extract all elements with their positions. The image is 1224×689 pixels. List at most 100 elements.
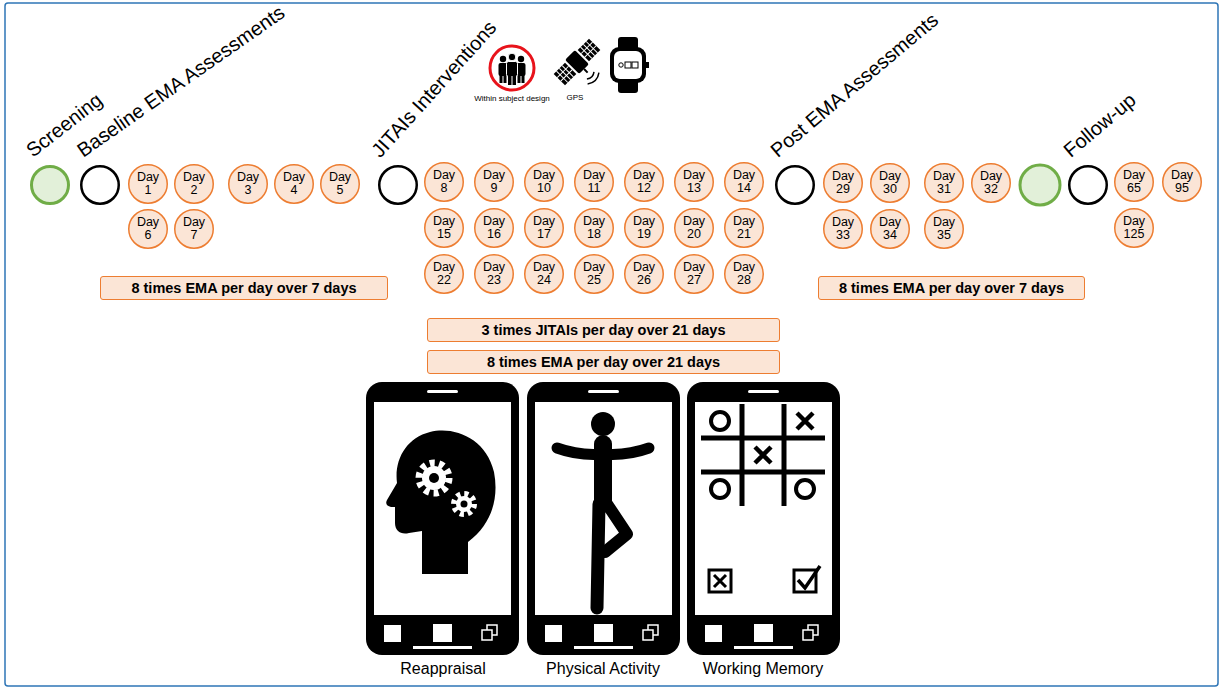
day-label: Day 4 [280, 171, 308, 197]
day-circle: Day 18 [574, 208, 614, 248]
day-label: Day 16 [480, 215, 508, 241]
circle-shape [1115, 209, 1154, 248]
day-circle: Day 6 [128, 209, 168, 249]
day-circle: Day 15 [424, 208, 464, 248]
circle-shape [824, 210, 863, 249]
circle-shape [575, 163, 614, 202]
phone-working-memory-part [711, 480, 729, 498]
day-circle: Day 17 [524, 208, 564, 248]
day-label: Day 32 [977, 170, 1005, 196]
phone-reappraisal-part [482, 630, 492, 640]
phone-physical-activity-part [535, 402, 672, 615]
within-subject-icon-part [522, 75, 525, 83]
day-label: Day 13 [680, 169, 708, 195]
day-circle: Day 125 [1114, 208, 1154, 248]
phone-reappraisal-part [374, 402, 511, 615]
phone-physical-activity [527, 382, 680, 655]
circle-shape [1115, 163, 1154, 202]
day-circle: Day 5 [320, 164, 360, 204]
within-subject-icon-part [513, 76, 517, 85]
phone-reappraisal-part [433, 624, 452, 642]
day-circle: Day 23 [474, 254, 514, 294]
phone-reappraisal-part [454, 494, 474, 514]
phase-circle: Follow-up [1068, 165, 1108, 205]
day-label: Day 1 [134, 171, 162, 197]
circle-shape [175, 210, 214, 249]
phone-reappraisal-part-part [461, 501, 468, 508]
day-label: Day 8 [430, 169, 458, 195]
day-label: Day 34 [876, 216, 904, 242]
day-label: Day 12 [630, 169, 658, 195]
day-label: Day 24 [530, 261, 558, 287]
phase-heading: JITAIs Interventions [367, 16, 501, 162]
circle-shape [32, 167, 69, 204]
within-subject-icon-part [507, 62, 518, 77]
day-circle: Day 9 [474, 162, 514, 202]
band-label: 3 times JITAIs per day over 21 days [482, 322, 726, 338]
day-circle: Day 11 [574, 162, 614, 202]
day-circle: Day 21 [724, 208, 764, 248]
smartwatch-icon-part [610, 47, 646, 83]
phone-working-memory [687, 382, 840, 655]
phone-reappraisal [366, 382, 519, 655]
day-label: Day 33 [829, 216, 857, 242]
circle-shape [525, 209, 564, 248]
phone-working-memory-part [695, 402, 832, 615]
day-circle: Day 95 [1162, 162, 1202, 202]
phone-working-memory-part [687, 382, 840, 655]
circle-shape [1069, 166, 1107, 204]
circle-shape [475, 209, 514, 248]
day-circle: Day 20 [674, 208, 714, 248]
day-label: Day 22 [430, 261, 458, 287]
phone-physical-activity-part [605, 504, 627, 552]
circle-shape [925, 210, 964, 249]
day-label: Day 23 [480, 261, 508, 287]
circle-outline [378, 165, 418, 205]
gps-satellite-icon-part [585, 70, 601, 86]
phone-working-memory-part [709, 570, 731, 592]
within-subject-icon-part [504, 75, 507, 83]
phone-reappraisal-part-part [456, 496, 472, 512]
within-subject-icon-part [508, 76, 512, 85]
day-circle: Day 4 [274, 164, 314, 204]
phone-reappraisal-part-part [419, 463, 449, 493]
day-circle: Day 33 [823, 209, 863, 249]
phone-working-memory-part [796, 480, 814, 498]
schedule-band: 8 times EMA per day over 7 days [818, 276, 1085, 300]
phone-working-memory-part [803, 630, 813, 640]
day-label: Day 29 [829, 170, 857, 196]
phase-heading: Follow-up [1059, 89, 1140, 162]
gps-satellite-icon [552, 37, 613, 98]
day-label: Day 30 [876, 170, 904, 196]
circle-shape [675, 209, 714, 248]
day-label: Day 28 [730, 261, 758, 287]
phone-caption: Reappraisal [363, 659, 523, 678]
day-circle: Day 10 [524, 162, 564, 202]
day-label: Day 25 [580, 261, 608, 287]
phone-working-memory-part [754, 624, 773, 642]
band-label: 8 times EMA per day over 21 days [487, 354, 720, 370]
day-label: Day 95 [1168, 169, 1196, 195]
unlabeled-milestone-circle-part [1020, 165, 1060, 205]
day-label: Day 2 [180, 171, 208, 197]
smartwatch-icon-part [632, 62, 638, 68]
phone-physical-activity-part [643, 630, 653, 640]
circle-shape [675, 255, 714, 294]
day-label: Day 11 [580, 169, 608, 195]
day-label: Day 125 [1120, 215, 1148, 241]
gps-satellite-icon-part [578, 39, 601, 62]
schedule-band: 3 times JITAIs per day over 21 days [427, 318, 780, 342]
phone-physical-activity-part [597, 504, 599, 608]
phone-reappraisal-part [413, 646, 472, 649]
circle-shape [925, 164, 964, 203]
day-circle: Day 27 [674, 254, 714, 294]
smartwatch-icon-part [625, 62, 631, 68]
day-label: Day 7 [180, 216, 208, 242]
gps-satellite-icon-part [584, 69, 588, 73]
day-label: Day 15 [430, 215, 458, 241]
phone-reappraisal-part [427, 390, 458, 393]
phone-working-memory-part [797, 413, 813, 429]
day-circle: Day 32 [971, 163, 1011, 203]
circle-outline [775, 165, 815, 205]
phone-working-memory-part [734, 646, 793, 649]
